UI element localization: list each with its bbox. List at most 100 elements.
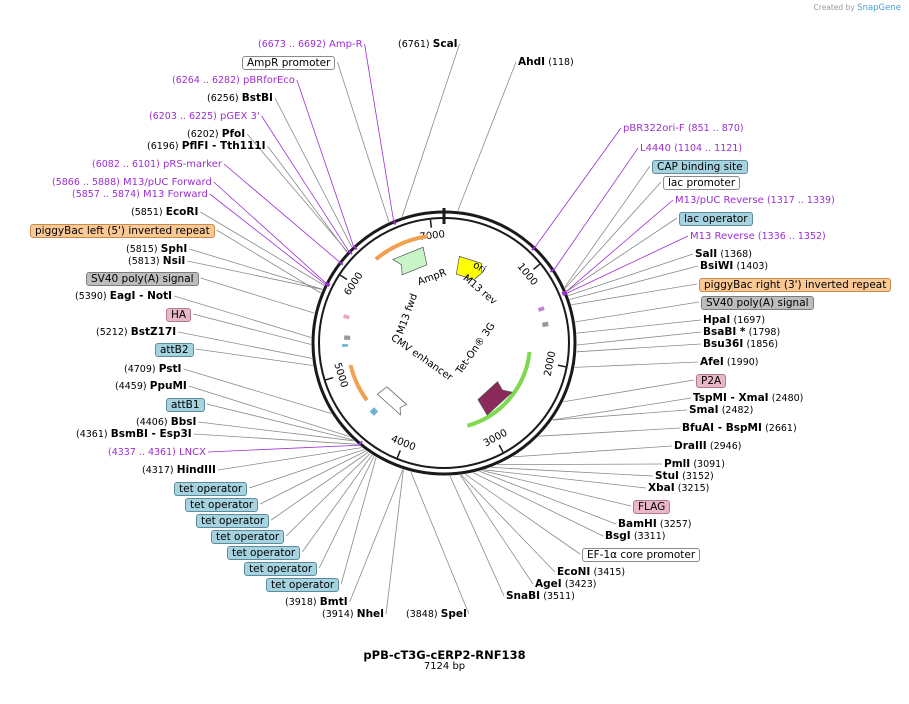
tet-operators-block [369,407,379,416]
label-enzyme: SnaBI (3511) [506,590,575,602]
orange-arc-upper [374,234,428,261]
leader-line [449,475,505,597]
leader-line [246,133,348,252]
leader-line [576,319,702,334]
label-box: tet operator [266,578,340,592]
label-box: tet operator [244,562,318,576]
label-enzyme: (5212) BstZ17I [96,326,177,338]
leader-line [261,115,349,251]
leader-line [512,445,673,458]
label-enzyme: (6256) BstBI [207,92,273,104]
primer-site [562,292,568,296]
label-box: EF-1α core promoter [582,548,701,562]
plasmid-size: 7124 bp [423,661,466,672]
label-primer: (6264 .. 6282) pBRforEco [172,75,295,86]
ruler-tick [325,376,334,381]
leader-line [270,451,369,521]
primer-site [338,260,344,266]
ruler-label: 4000 [389,434,417,454]
label-enzyme: (4406) BbsI [136,416,197,428]
leader-line [569,265,699,300]
primer-site [531,245,537,251]
leader-line [574,361,699,368]
label-box: lac promoter [663,176,741,190]
label-primer: (6673 .. 6692) Amp-R [258,39,363,50]
leader-line [195,348,313,366]
leader-line [385,469,404,615]
snapgene-credit: Created by SnapGene [814,3,901,13]
leader-line [576,343,702,353]
inner-label-m13fwd: M13 fwd [395,292,420,336]
label-enzyme: (4361) BsmBI - Esp3I [76,428,192,440]
leader-line [564,181,662,289]
leader-line [183,368,332,414]
label-enzyme: BfuAI - BspMI (2661) [682,422,797,434]
label-enzyme: AfeI (1990) [700,356,759,368]
label-box: tet operator [185,498,259,512]
label-enzyme: Bsu36I (1856) [703,338,779,350]
leader-line [473,472,604,537]
leader-line [459,474,534,585]
leader-line [193,433,358,445]
leader-line [285,453,371,537]
label-enzyme: (6202) PfoI [187,128,246,140]
label-primer: (5866 .. 5888) M13/pUC Forward [52,177,212,188]
leader-line [340,457,377,585]
label-box: SV40 poly(A) signal [86,272,199,286]
small-feature-block [343,314,350,320]
leader-line [216,229,321,294]
label-box: P2A [696,374,727,388]
leader-line [460,474,556,573]
label-box: attB2 [155,343,194,357]
leader-line [538,427,681,437]
label-enzyme: (3918) BmtI [285,596,348,608]
label-box: tet operator [174,482,248,496]
ruler-tick [396,450,401,459]
label-enzyme: DraIII (2946) [674,440,742,452]
leader-line [364,43,394,221]
ruler-tick [557,364,566,368]
label-box: lac operator [679,212,753,226]
label-box: SV40 poly(A) signal [701,296,814,310]
label-enzyme: BsgI (3311) [605,530,666,542]
label-enzyme: (3848) SpeI [406,608,467,620]
label-enzyme: StuI (3152) [655,470,714,482]
ruler-label: 7000 [419,229,446,243]
leader-line [217,447,362,471]
label-enzyme: TspMI - XmaI (2480) [693,392,804,404]
inner-label-m13rev: M13 rev [461,273,499,308]
label-box: HA [166,308,192,322]
leader-line [576,331,702,346]
leader-line [223,163,340,262]
leader-line [178,331,312,359]
primer-site [352,245,358,251]
leader-line [213,181,326,283]
leader-line [571,283,698,306]
ruler-tick [339,274,348,281]
leader-line [249,449,365,489]
label-box: tet operator [227,546,301,560]
leader-line [484,469,647,489]
leader-line [206,403,353,441]
label-enzyme: SmaI (2482) [689,404,754,416]
leader-line [568,253,694,296]
ruler-label: 2000 [543,350,559,377]
label-primer: L4440 (1104 .. 1121) [640,143,743,154]
label-enzyme: (5390) EagI - NotI [75,290,173,302]
backbone-outer-ring [311,210,577,476]
primer-site [561,290,567,295]
label-enzyme: (4459) PpuMI [115,380,187,392]
primer-site [347,249,353,255]
leader-line [260,450,367,505]
green-arc [466,351,532,428]
label-enzyme: (5815) SphI [126,243,188,255]
orange-arc-lower [348,364,369,402]
leader-line [187,260,323,290]
label-enzyme: (4317) HindIII [142,464,216,476]
label-enzyme: (5851) EcoRI [131,206,199,218]
label-box: FLAG [633,500,671,514]
inner-label-ampr: AmpR [416,267,448,288]
cmv-arrow [376,386,408,416]
leader-line [479,470,617,525]
